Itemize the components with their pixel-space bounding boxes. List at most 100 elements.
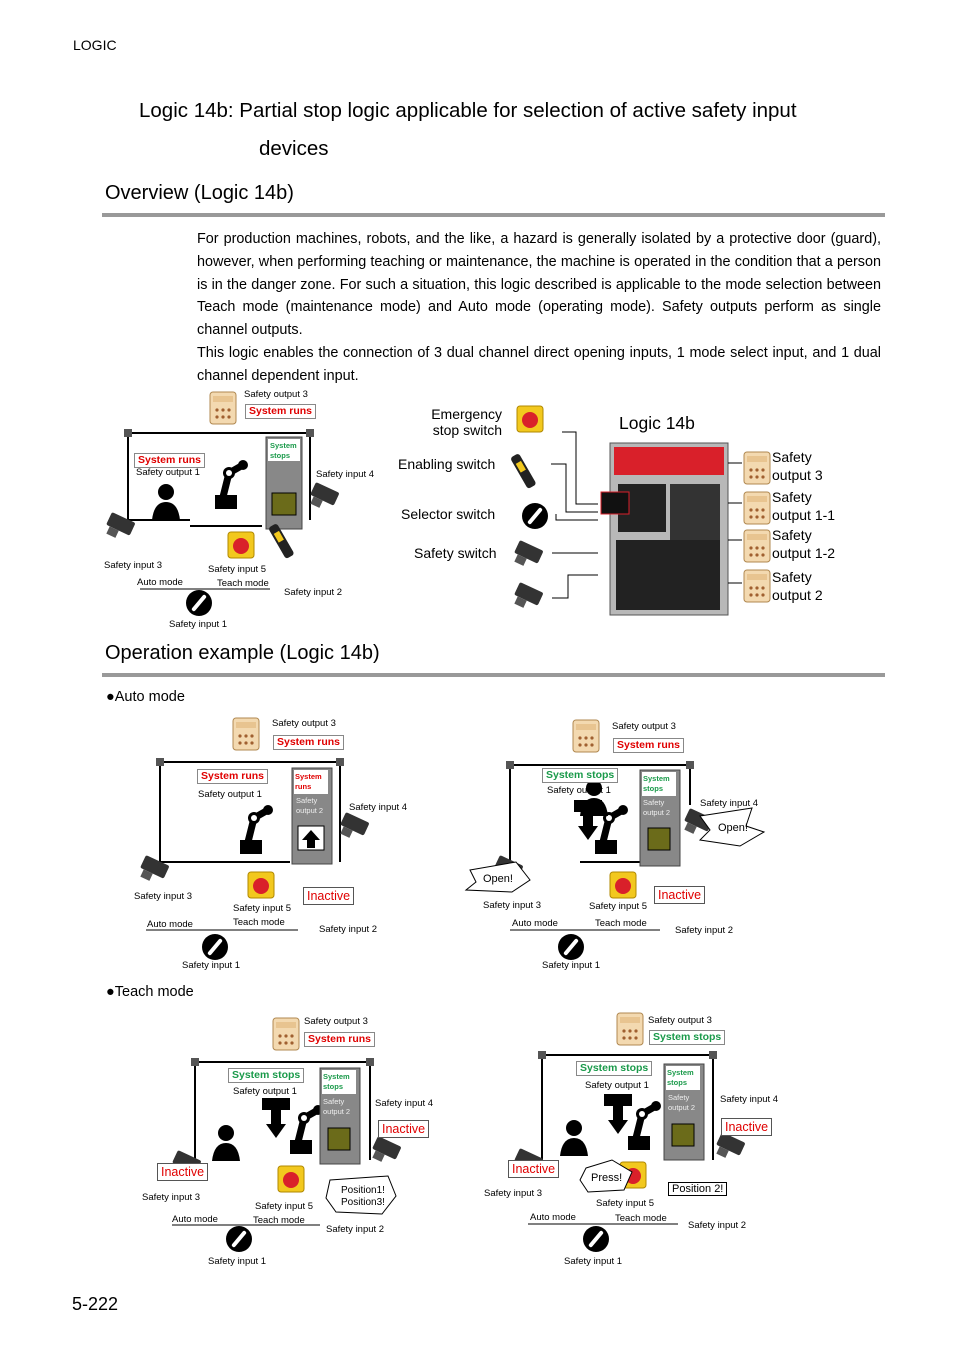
t2-panel-status-b: stops [667,1078,688,1087]
ov-badge-runs-left: System runs [134,453,206,468]
t1-inactive-input-4: Inactive [378,1120,430,1138]
a1-safety-input-1: Safety input 1 [182,960,241,971]
a2-open-3: Open! [483,873,513,885]
t2-press-callout: Press! [591,1172,623,1184]
t1-panel-output-a: Safety [323,1097,345,1106]
a2-safety-input-5: Safety input 5 [589,901,648,912]
t1-safety-output-1: Safety output 1 [233,1086,297,1097]
t2-badge-stops-top: System stops [649,1030,726,1045]
teach-mode-heading: ●Teach mode [106,984,194,1000]
ov-auto-mode: Auto mode [137,577,183,588]
t1-safety-input-3: Safety input 3 [142,1192,201,1203]
t1-position-callout: Position1!Position3! [341,1185,385,1209]
dev-emergency-b: stop switch [432,422,502,438]
dev-safety-switch: Safety switch [414,545,497,561]
overview-cell [106,391,340,616]
title-line-1: Logic 14b: Partial stop logic applicable… [139,99,797,122]
dev-out-1-1: Safety output 1-1 [772,488,835,524]
dev-enabling-switch: Enabling switch [398,456,496,472]
a2-safety-output-3: Safety output 3 [612,721,676,732]
ov-teach-mode: Teach mode [217,578,269,589]
a2-inactive-badge: Inactive [654,886,706,904]
t1-position-a: Position1! [341,1185,385,1196]
t1-safety-input-1: Safety input 1 [208,1256,267,1267]
ov-panel-status-b: stops [270,451,291,460]
ov-panel-status-a: System [270,441,297,450]
a2-safety-input-1: Safety input 1 [542,960,601,971]
a1-inactive-badge: Inactive [303,887,355,905]
t2-safety-input-4: Safety input 4 [720,1094,779,1105]
t1-safety-output-3: Safety output 3 [304,1016,368,1027]
dev-out-1-1-a: Safety [772,489,812,505]
teach-mode-runs-cell [172,1017,402,1252]
auto-mode-heading: ●Auto mode [106,689,185,705]
a2-safety-input-3: Safety input 3 [483,900,542,911]
a2-badge-stops-left: System stops [542,768,619,783]
operation-heading: Operation example (Logic 14b) [105,642,380,664]
ov-badge-runs-top: System runs [245,404,317,419]
operation-rule [102,673,885,677]
a1-safety-output-1: Safety output 1 [198,789,262,800]
dev-out-3-a: Safety [772,449,812,465]
t2-safety-input-3: Safety input 3 [484,1188,543,1199]
page-title: Logic 14b: Partial stop logic applicable… [139,92,883,168]
t2-panel-status-a: System [667,1068,694,1077]
dev-emergency-a: Emergency [431,406,502,422]
a1-panel-output-a: Safety [296,796,318,805]
t2-safety-output-1: Safety output 1 [585,1080,649,1091]
a1-teach-mode: Teach mode [233,917,285,928]
t2-badge-stops-left: System stops [576,1061,653,1076]
a2-panel-output-b: output 2 [643,808,671,817]
t2-inactive-input-3: Inactive [508,1160,560,1178]
ov-safety-input-2: Safety input 2 [284,587,343,598]
t2-panel-output-b: output 2 [668,1103,696,1112]
t1-badge-runs-top: System runs [304,1032,376,1047]
t1-inactive-input-3: Inactive [157,1163,209,1181]
t1-safety-input-2: Safety input 2 [326,1224,385,1235]
t2-position-2-callout: Position 2! [668,1182,728,1196]
t1-panel-status-a: System [323,1072,350,1081]
dev-out-1-1-b: output 1-1 [772,507,836,523]
title-line-2: devices [259,137,329,160]
ov-safety-output-3: Safety output 3 [244,389,308,400]
overview-rule [102,213,885,217]
a1-safety-input-5: Safety input 5 [233,903,292,914]
dev-out-2-b: output 2 [772,587,823,603]
overview-paragraph-1: For production machines, robots, and the… [197,231,881,339]
a2-open-4: Open! [718,822,748,834]
t2-auto-mode: Auto mode [530,1212,576,1223]
overview-paragraph-2: This logic enables the connection of 3 d… [197,344,881,384]
t1-safety-input-5: Safety input 5 [255,1201,314,1212]
ov-safety-output-1: Safety output 1 [136,467,200,478]
a2-auto-mode: Auto mode [512,918,558,929]
ov-safety-input-4: Safety input 4 [316,469,375,480]
a1-panel-status-a: System [295,772,322,781]
a2-panel-status-b: stops [643,784,664,793]
ov-safety-input-3: Safety input 3 [104,560,163,571]
a1-panel-output-b: output 2 [296,806,324,815]
t2-inactive-input-4: Inactive [721,1118,773,1136]
t2-safety-input-5: Safety input 5 [596,1198,655,1209]
running-header: LOGIC [73,37,117,53]
t1-auto-mode: Auto mode [172,1214,218,1225]
dev-out-3-b: output 3 [772,467,823,483]
a1-safety-input-3: Safety input 3 [134,891,193,902]
auto-mode-stops-cell [464,719,766,960]
a1-badge-runs-top: System runs [273,735,345,750]
t1-teach-mode: Teach mode [253,1215,305,1226]
overview-heading: Overview (Logic 14b) [105,182,294,204]
auto-mode-runs-cell [140,717,370,960]
overview-text: For production machines, robots, and the… [197,228,881,388]
a1-safety-output-3: Safety output 3 [272,718,336,729]
t1-safety-input-4: Safety input 4 [375,1098,434,1109]
t1-badge-stops-left: System stops [228,1068,305,1083]
logic-connections [510,405,771,616]
